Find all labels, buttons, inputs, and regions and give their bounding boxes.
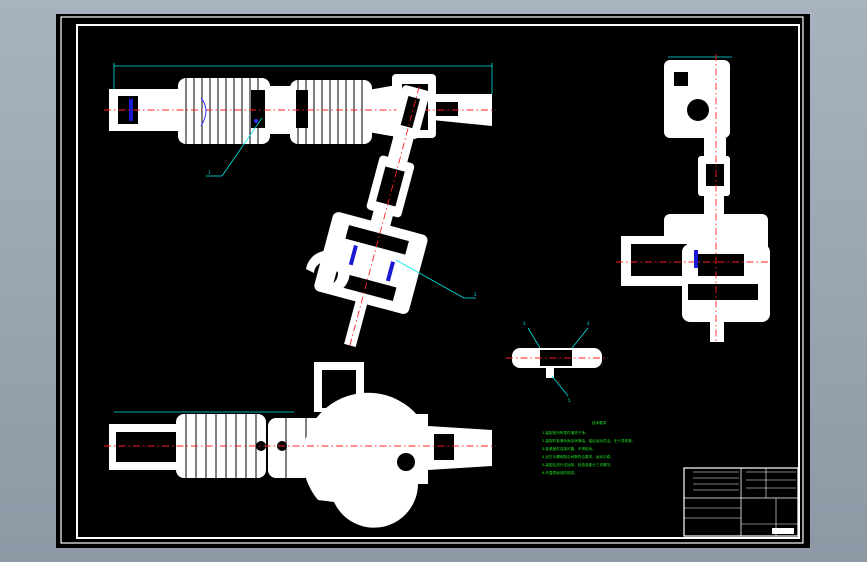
callout-4: 4 bbox=[587, 321, 590, 326]
front-view bbox=[104, 63, 496, 144]
note-line: 3.各紧固件连接可靠，不得松动。 bbox=[542, 446, 596, 451]
cad-drawing: 1 2 3 4 5 技术要求 1.装配前所有零件清洗干净。 2.装配时各滑动面涂… bbox=[60, 16, 804, 544]
note-line: 2.装配时各滑动面涂润滑油，保证运动灵活，无卡滞现象。 bbox=[542, 438, 635, 443]
callout-2: 2 bbox=[474, 292, 477, 297]
title-block: 装配图 bbox=[683, 467, 799, 537]
note-line: 4.丝杠与螺母配合间隙符合要求，运动平稳。 bbox=[542, 454, 614, 459]
detail-part bbox=[506, 327, 608, 397]
technical-notes: 技术要求 1.装配前所有零件清洗干净。 2.装配时各滑动面涂润滑油，保证运动灵活… bbox=[542, 420, 635, 475]
note-line: 6.外露表面涂防锈漆。 bbox=[542, 470, 578, 475]
sheet-inner-border bbox=[76, 24, 800, 539]
bottom-view bbox=[104, 362, 496, 528]
note-line: 1.装配前所有零件清洗干净。 bbox=[542, 430, 589, 435]
sheet-outer-border bbox=[60, 16, 804, 544]
callout-3: 3 bbox=[523, 321, 526, 326]
title-block-label: 装配图 bbox=[774, 529, 785, 534]
callout-5: 5 bbox=[568, 398, 571, 403]
side-view bbox=[616, 54, 770, 344]
note-line: 5.装配后进行试运转，检查各部分工作情况。 bbox=[542, 462, 614, 467]
callout-1: 1 bbox=[208, 170, 211, 175]
drawing-viewport[interactable]: 1 2 3 4 5 技术要求 1.装配前所有零件清洗干净。 2.装配时各滑动面涂… bbox=[56, 14, 810, 548]
notes-title: 技术要求 bbox=[592, 420, 607, 425]
